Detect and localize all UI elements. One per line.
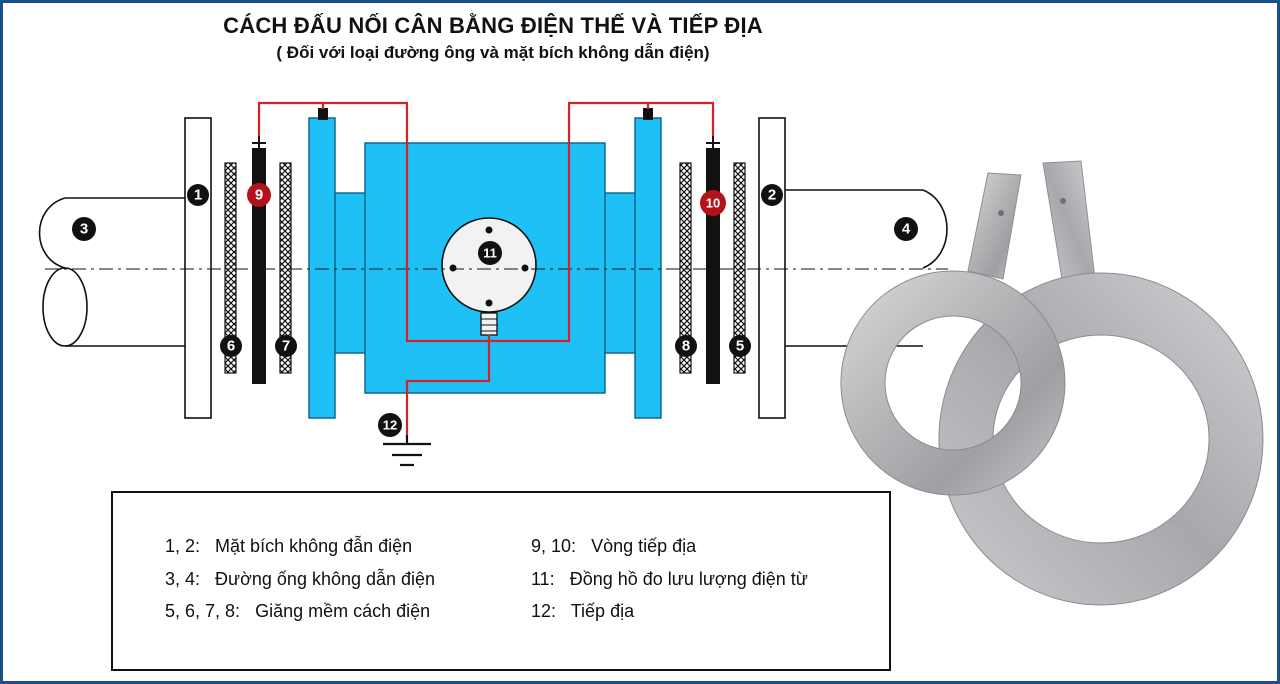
callout-3-label: 3 <box>80 221 88 238</box>
legend-item-9-10: 9, 10: Vòng tiếp địa <box>531 536 696 557</box>
gasket-8 <box>679 162 692 374</box>
callout-1 <box>187 184 209 206</box>
callout-6-label: 6 <box>227 338 235 355</box>
legend-text: Đường ống không dẫn điện <box>215 569 436 589</box>
callout-3 <box>72 217 96 241</box>
callout-7 <box>275 335 297 357</box>
legend-item-11: 11: Đồng hồ đo lưu lượng điện từ <box>531 569 808 590</box>
callout-5 <box>729 335 751 357</box>
callout-1-label: 1 <box>194 187 202 204</box>
legend-text: Tiếp địa <box>570 601 635 621</box>
legend-item-1-2: 1, 2: Mặt bích không đẫn điện <box>165 536 412 557</box>
meter-flange-right <box>634 117 662 419</box>
callout-4-label: 4 <box>902 221 911 238</box>
callout-6 <box>220 335 242 357</box>
callout-10-label: 10 <box>706 196 720 211</box>
callout-4 <box>894 217 918 241</box>
callout-5-label: 5 <box>736 338 744 355</box>
legend-text: Vòng tiếp địa <box>591 536 697 556</box>
legend-num: 11: <box>531 569 555 589</box>
callout-9-label: 9 <box>255 187 263 204</box>
diagram-subtitle: ( Đối với loại đường ông và mặt bích khô… <box>276 43 710 62</box>
callout-7-label: 7 <box>282 338 290 355</box>
gasket-5 <box>733 162 746 374</box>
legend-item-5-8: 5, 6, 7, 8: Giăng mềm cách điện <box>165 601 430 622</box>
legend-num: 5, 6, 7, 8: <box>165 601 241 621</box>
callout-12-label: 12 <box>383 418 397 433</box>
grounding-ring-10 <box>706 136 720 384</box>
legend-box: 1, 2: Mặt bích không đẫn điện 3, 4: Đườn… <box>111 491 891 671</box>
legend-text: Đồng hồ đo lưu lượng điện từ <box>569 569 808 589</box>
bonding-wires <box>257 101 715 435</box>
callout-10 <box>700 190 726 216</box>
legend-num: 3, 4: <box>165 569 201 589</box>
callout-9 <box>247 183 271 207</box>
wiring-diagram: 1 2 3 4 5 6 7 8 9 10 11 12 <box>38 101 1264 606</box>
flow-meter <box>308 108 662 419</box>
meter-flange-left <box>308 117 336 419</box>
diagram-title: CÁCH ĐẤU NỐI CÂN BẰNG ĐIỆN THẾ VÀ TIẾP Đ… <box>223 13 763 38</box>
gasket-7 <box>279 162 292 374</box>
legend-num: 12: <box>531 601 557 621</box>
callout-12 <box>378 413 402 437</box>
callout-2-label: 2 <box>768 187 776 204</box>
callout-11 <box>478 241 502 265</box>
legend-item-12: 12: Tiếp địa <box>531 601 634 622</box>
legend-text: Mặt bích không đẫn điện <box>215 536 413 556</box>
flange-1 <box>184 117 212 419</box>
legend-item-3-4: 3, 4: Đường ống không dẫn điện <box>165 569 435 590</box>
ground-icon <box>383 435 431 467</box>
gasket-6 <box>224 162 237 374</box>
legend-text: Giăng mềm cách điện <box>255 601 431 621</box>
callout-11-label: 11 <box>483 246 497 261</box>
callout-8 <box>675 335 697 357</box>
legend-num: 1, 2: <box>165 536 201 556</box>
callout-2 <box>761 184 783 206</box>
legend-num: 9, 10: <box>531 536 577 556</box>
left-pipe <box>38 197 201 347</box>
callout-8-label: 8 <box>682 338 690 355</box>
grounding-ring-9 <box>252 136 266 384</box>
meter-gauge <box>441 217 537 313</box>
grounding-rings-photo <box>840 160 1264 606</box>
flange-2 <box>758 117 786 419</box>
